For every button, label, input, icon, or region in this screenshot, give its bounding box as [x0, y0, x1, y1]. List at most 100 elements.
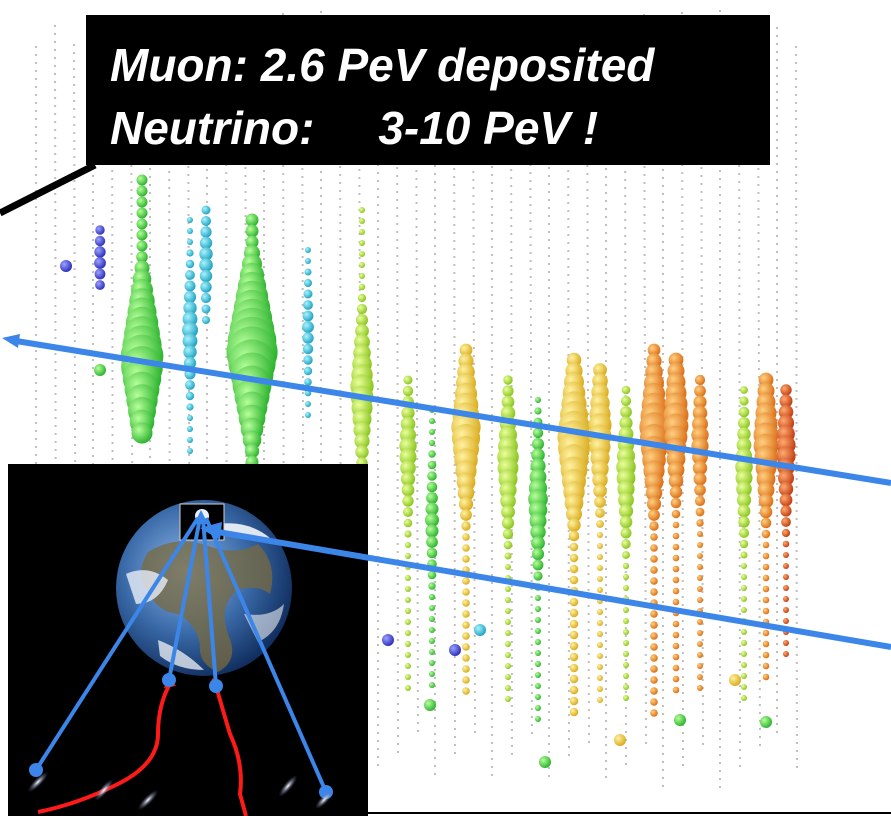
dom-hit — [672, 565, 680, 573]
dom-hit — [623, 651, 629, 657]
dom-hit — [597, 576, 603, 582]
dom-hit — [597, 631, 603, 637]
dom-hit — [462, 566, 470, 574]
dom-hit — [359, 240, 365, 246]
dom-hit — [783, 651, 789, 657]
dom-hit — [650, 632, 658, 640]
dom-hit — [304, 268, 312, 276]
dom-hit — [429, 682, 435, 688]
dom-hit — [402, 495, 414, 507]
dom-hit — [762, 574, 770, 582]
dom-hit — [762, 629, 770, 637]
dom-hit — [535, 650, 541, 656]
dom-hit — [649, 521, 659, 531]
dom-hit — [462, 577, 470, 585]
dom-hit — [242, 430, 262, 450]
dom-hit — [697, 531, 703, 537]
dom-hit — [505, 564, 511, 570]
dom-hit — [459, 343, 473, 357]
dom-hit — [672, 620, 680, 628]
dom-hit — [783, 607, 789, 613]
dom-hit — [504, 552, 512, 560]
dom-hit — [535, 595, 541, 601]
dom-hit — [762, 552, 770, 560]
dom-hit — [671, 509, 681, 519]
dom-hit — [741, 585, 747, 591]
dom-hit — [185, 391, 195, 401]
dom-hit — [185, 380, 195, 390]
dom-hit — [697, 575, 703, 581]
dom-hit — [697, 564, 703, 570]
dom-hit — [622, 562, 630, 570]
galaxies-icon — [27, 771, 333, 811]
dom-hit — [95, 280, 105, 290]
energy-caption: Muon: 2.6 PeV deposited Neutrino: 3-10 P… — [86, 15, 770, 165]
dom-hit — [740, 551, 748, 559]
dom-hit — [672, 576, 680, 584]
dom-hit — [569, 663, 579, 673]
dom-hit — [569, 696, 579, 706]
dom-hit — [535, 694, 541, 700]
dom-hit — [697, 597, 703, 603]
dom-hit — [535, 639, 541, 645]
dom-hit — [425, 524, 439, 538]
dom-hit — [535, 397, 541, 403]
dom-hit — [505, 663, 511, 669]
dom-hit — [185, 259, 195, 269]
dom-hit — [505, 619, 511, 625]
dom-hit — [503, 540, 513, 550]
dom-hit — [199, 236, 213, 250]
dom-hit — [650, 665, 658, 673]
dom-hit — [672, 686, 680, 694]
dom-hit — [462, 676, 470, 684]
dom-hit — [458, 496, 474, 512]
dom-hit — [597, 642, 603, 648]
muon-track — [2, 334, 891, 486]
dom-hit — [355, 445, 369, 459]
dom-hit — [738, 417, 750, 429]
dom-hit — [539, 756, 551, 768]
dom-hit — [532, 559, 544, 571]
dom-hit — [669, 485, 683, 499]
dom-hit — [741, 629, 747, 635]
dom-hit — [697, 619, 703, 625]
dom-hit — [535, 683, 541, 689]
dom-hit — [623, 662, 629, 668]
dom-hit — [729, 674, 741, 686]
dom-hit — [650, 643, 658, 651]
dom-hit — [783, 618, 789, 624]
dom-hit — [403, 375, 413, 385]
dom-hit — [781, 517, 791, 527]
dom-hit — [783, 574, 789, 580]
dom-hit — [429, 660, 435, 666]
dom-hit — [199, 269, 213, 283]
dom-hit — [762, 651, 770, 659]
dom-hit — [505, 630, 511, 636]
dom-hit — [532, 427, 544, 439]
dom-hit — [462, 544, 470, 552]
dom-hit — [597, 554, 603, 560]
dom-hit — [672, 598, 680, 606]
dom-hit — [623, 596, 629, 602]
dom-hit — [187, 437, 193, 443]
dom-hit — [501, 395, 515, 409]
dom-hit — [359, 273, 365, 279]
dom-hit — [405, 663, 411, 669]
dom-hit — [136, 218, 148, 230]
dom-hit — [427, 460, 437, 470]
dom-hit — [672, 642, 680, 650]
dom-hit — [567, 518, 581, 532]
dom-hit — [505, 586, 511, 592]
dom-hit — [245, 224, 259, 238]
dom-hit — [462, 687, 470, 695]
dom-hit — [400, 460, 416, 476]
dom-hit — [757, 481, 775, 499]
dom-hit — [187, 426, 193, 432]
dom-hit — [499, 481, 517, 499]
dom-hit — [697, 553, 703, 559]
dom-hit — [405, 608, 411, 614]
dom-hit — [401, 483, 415, 497]
dom-hit — [136, 174, 148, 186]
dom-hit — [760, 517, 772, 529]
dom-hit — [405, 619, 411, 625]
